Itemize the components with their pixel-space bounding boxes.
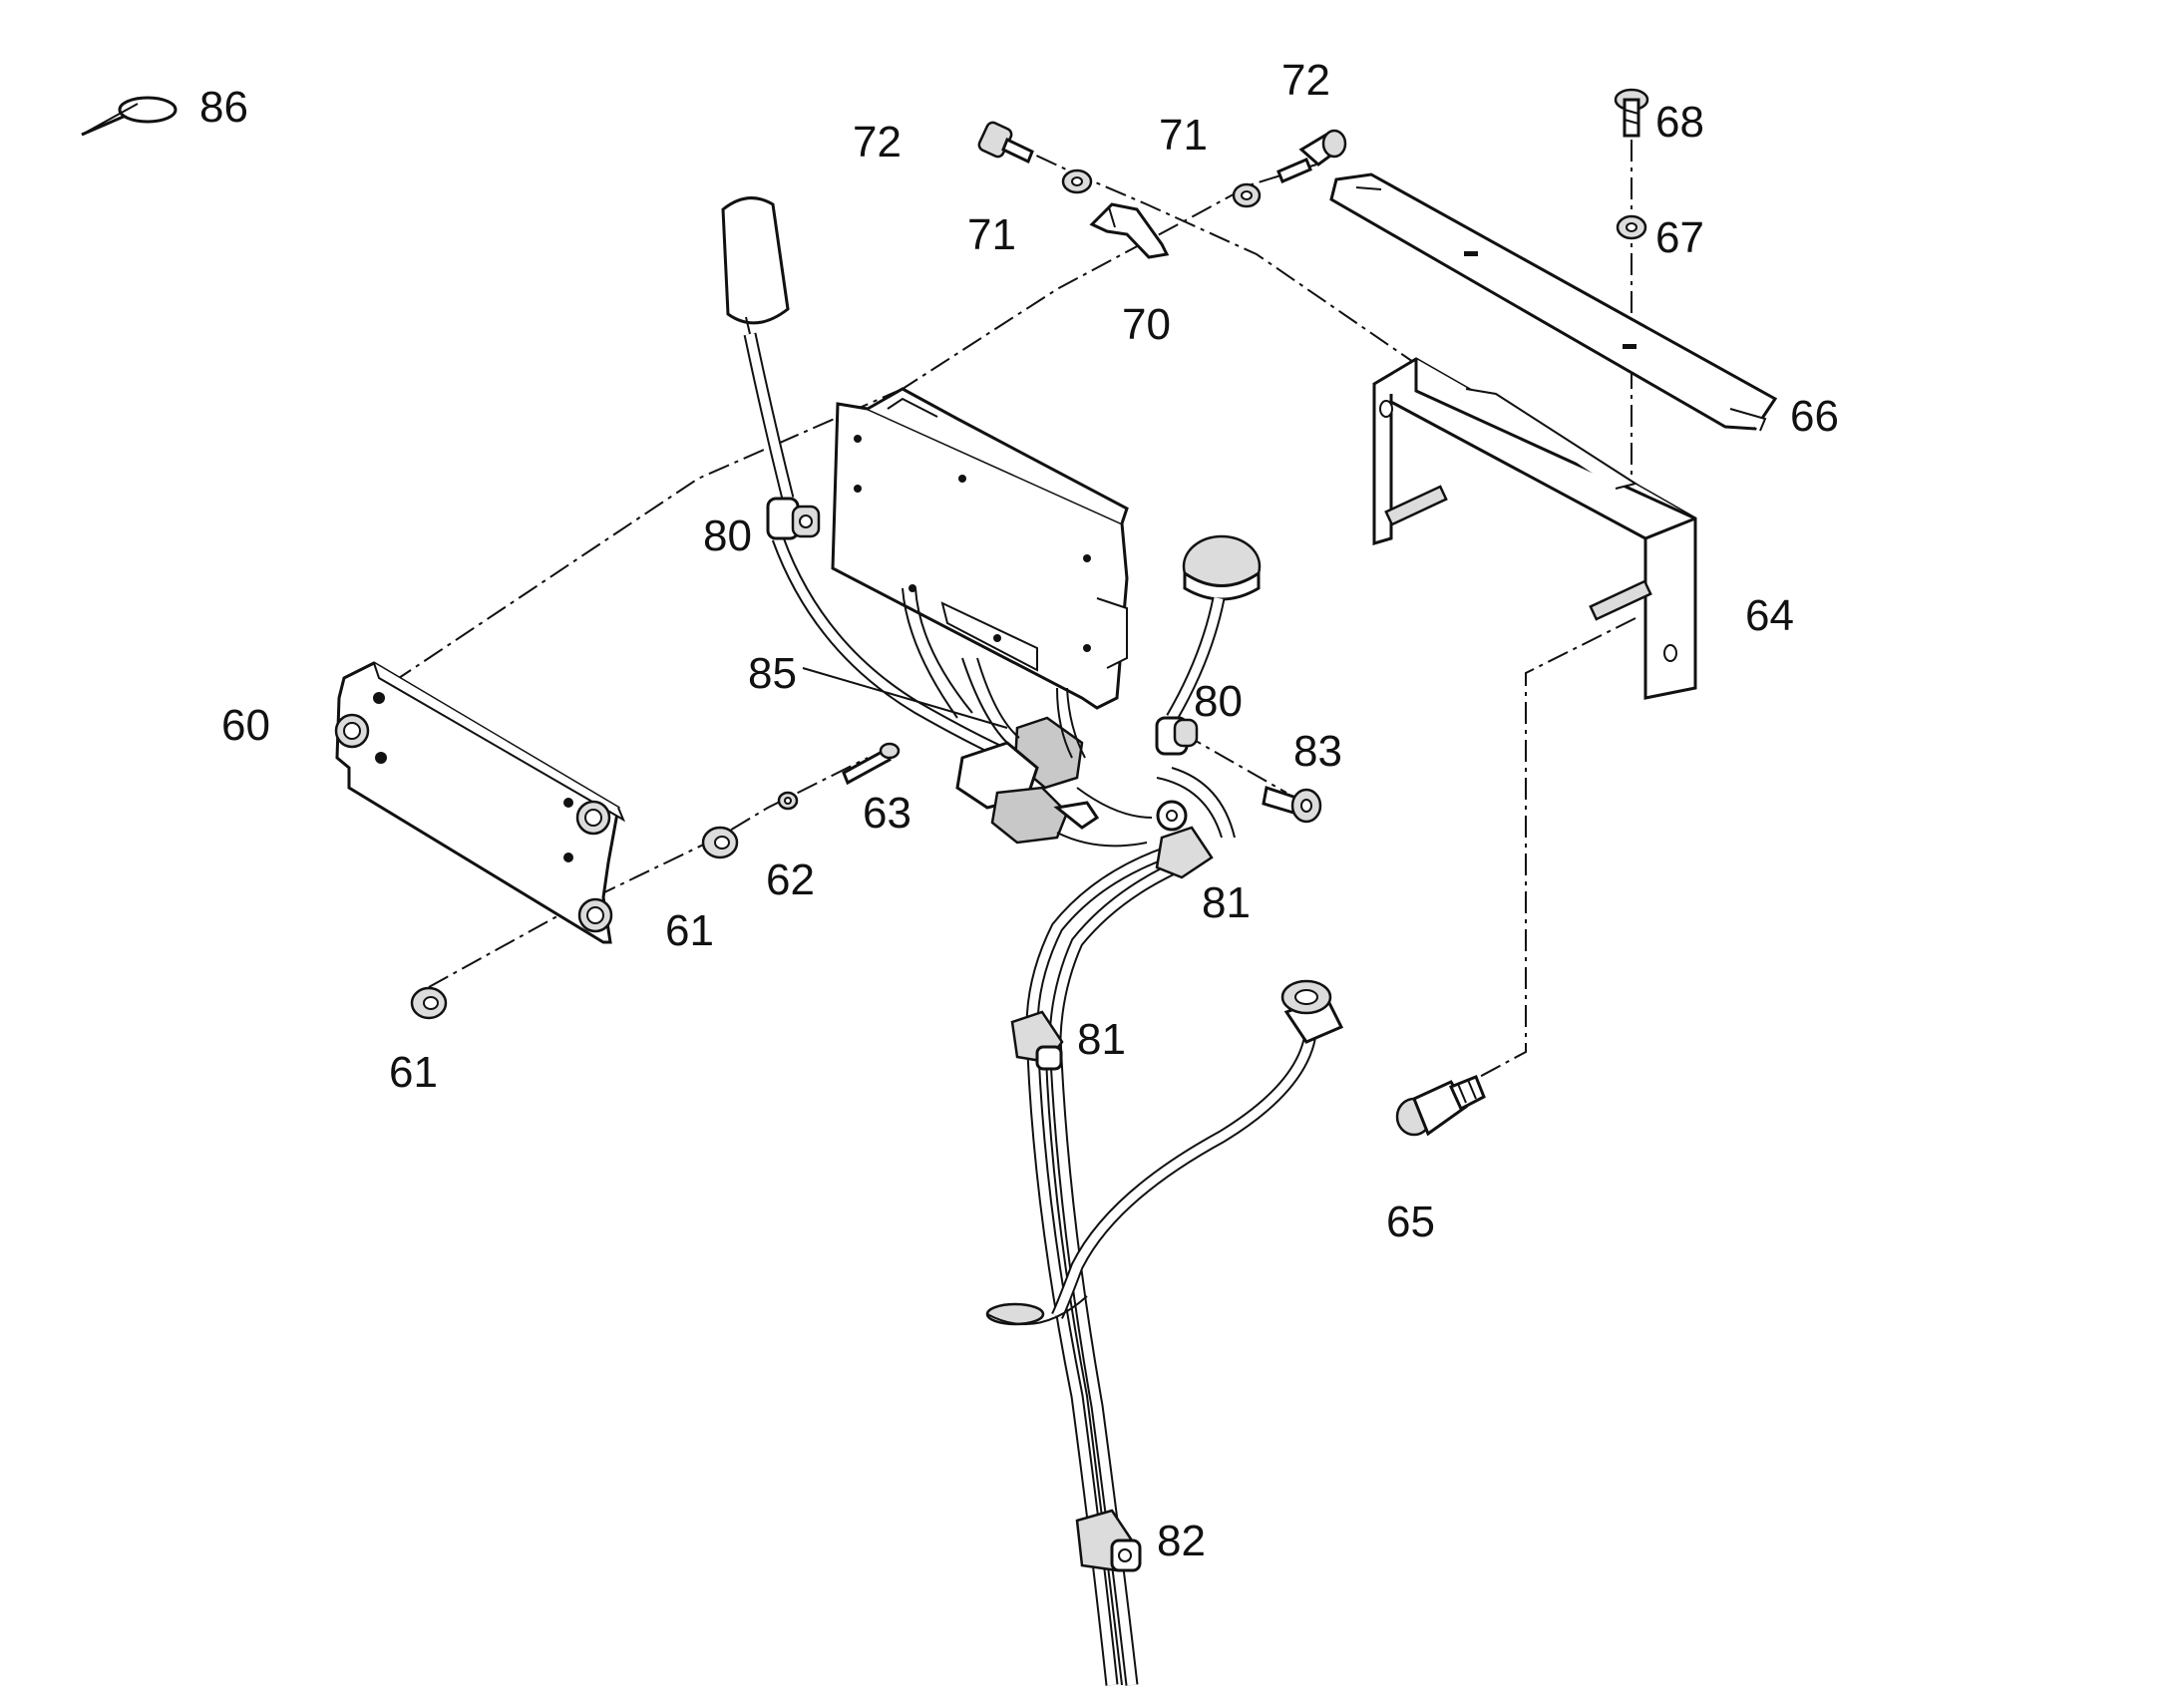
callout-67: 67: [1655, 213, 1704, 262]
callout-65: 65: [1386, 1197, 1435, 1246]
screw-72-left: [977, 121, 1034, 165]
callout-81-upper: 81: [1202, 878, 1251, 927]
callout-82: 82: [1157, 1517, 1206, 1565]
bracket-64-part: [1372, 357, 1697, 700]
leader-line-85: [802, 667, 1008, 729]
mount-plate-60-part: [334, 661, 626, 944]
callout-63: 63: [863, 789, 911, 838]
screw-63-part: [842, 742, 901, 786]
callout-61-upper: 61: [665, 906, 714, 955]
callout-83: 83: [1293, 727, 1342, 776]
gps-receiver-part: [1166, 534, 1262, 722]
nut-61-upper: [701, 826, 739, 859]
control-module-part: [831, 387, 1129, 710]
callout-61-lower: 61: [389, 1048, 438, 1097]
strap-66-part: [1329, 172, 1778, 432]
callout-72-left: 72: [853, 118, 902, 167]
callout-85: 85: [748, 649, 797, 698]
callout-66: 66: [1790, 392, 1839, 441]
callout-72-right: 72: [1281, 56, 1330, 105]
callout-60: 60: [221, 701, 270, 750]
callout-70: 70: [1122, 300, 1171, 349]
callout-labels: 86 72 72 71 71 70 68 67 66 64 80 80 85 8…: [199, 56, 1839, 1565]
clamp-80-left: [766, 497, 821, 540]
callout-81-lower: 81: [1077, 1015, 1126, 1064]
callout-80-left: 80: [703, 512, 752, 560]
clamp-81-upper: [1155, 800, 1214, 879]
clamp-82-part: [1075, 1509, 1142, 1572]
bolt-65-part: [1395, 1075, 1486, 1137]
callout-68: 68: [1655, 98, 1704, 147]
assembly-lines: [398, 139, 1636, 1088]
washer-67-part: [1616, 214, 1647, 240]
cable-tie-part: [81, 96, 178, 137]
clip-70-part: [1089, 202, 1170, 259]
harness-cables: [902, 587, 1236, 848]
nut-61-lower: [410, 986, 448, 1020]
clamp-81-lower: [1010, 1010, 1064, 1071]
washer-62-part: [777, 791, 799, 811]
callout-71-left: 71: [967, 210, 1016, 259]
clamp-80-right: [1155, 716, 1199, 756]
screw-72-right: [1276, 129, 1347, 183]
callout-62: 62: [766, 855, 815, 904]
callout-80-right: 80: [1194, 677, 1243, 726]
callout-86: 86: [199, 83, 248, 132]
callout-71-right: 71: [1159, 111, 1208, 160]
bolt-68-part: [1614, 88, 1649, 138]
screw-83-part: [1262, 786, 1322, 824]
callout-64: 64: [1745, 591, 1794, 640]
diagnostic-connector-part: [985, 979, 1344, 1326]
